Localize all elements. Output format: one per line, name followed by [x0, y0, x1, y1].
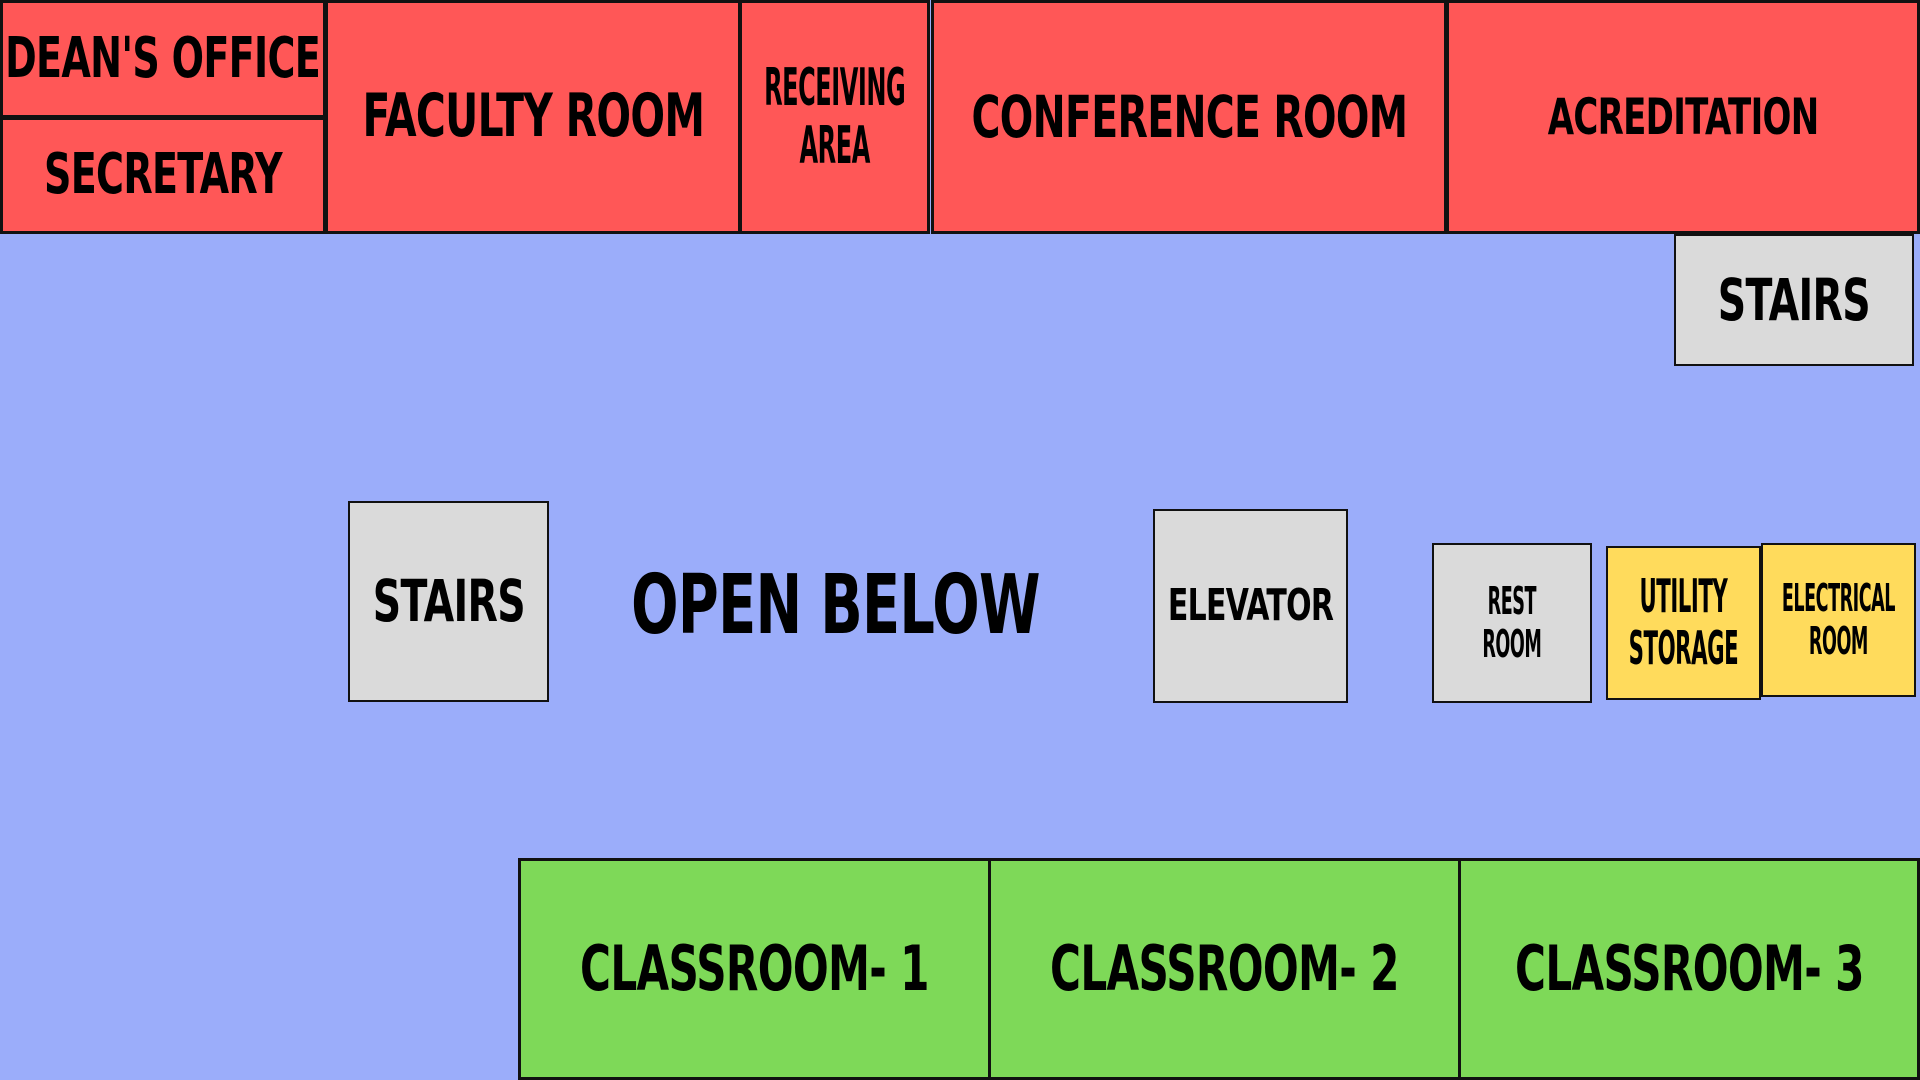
classroom-2: CLASSROOM- 2	[988, 858, 1461, 1080]
electrical-room-label: ELECTRICAL ROOM	[1755, 577, 1920, 662]
open-below-label: OPEN BELOW	[600, 555, 1070, 655]
rest-room-line-1: REST	[1487, 579, 1537, 624]
electrical-room-line-2: ROOM	[1808, 619, 1869, 663]
elevator-label: ELEVATOR	[1167, 580, 1334, 632]
stairs-right-room: STAIRS	[1674, 234, 1914, 366]
acreditation-room: ACREDITATION	[1446, 0, 1920, 234]
utility-storage-line-1: UTILITY	[1639, 569, 1728, 624]
open-below-text: OPEN BELOW	[630, 557, 1040, 653]
classroom-3-label: CLASSROOM- 3	[1514, 932, 1864, 1006]
rest-room-line-2: ROOM	[1482, 622, 1542, 666]
utility-storage-label: UTILITY STORAGE	[1603, 571, 1764, 674]
faculty-room-label: FACULTY ROOM	[362, 81, 705, 152]
electrical-room-line-1: ELECTRICAL	[1781, 576, 1896, 621]
stairs-left-room: STAIRS	[348, 501, 549, 702]
faculty-room: FACULTY ROOM	[325, 0, 741, 234]
classroom-1: CLASSROOM- 1	[518, 858, 991, 1080]
acreditation-label: ACREDITATION	[1547, 88, 1820, 146]
receiving-area-label: RECEIVING AREA	[731, 57, 939, 176]
receiving-area-line-2: AREA	[799, 116, 870, 176]
deans-office-room: DEAN'S OFFICE	[0, 0, 326, 118]
receiving-area-line-1: RECEIVING	[763, 57, 906, 118]
rest-room: REST ROOM	[1432, 543, 1592, 703]
receiving-area-room: RECEIVING AREA	[739, 0, 930, 234]
stairs-left-label: STAIRS	[372, 567, 525, 636]
elevator-room: ELEVATOR	[1153, 509, 1348, 703]
rest-room-label: REST ROOM	[1469, 580, 1556, 665]
stairs-right-label: STAIRS	[1717, 265, 1871, 334]
utility-storage-room: UTILITY STORAGE	[1606, 546, 1761, 700]
conference-room-label: CONFERENCE ROOM	[971, 82, 1407, 151]
deans-office-label: DEAN'S OFFICE	[5, 25, 322, 91]
utility-storage-line-2: STORAGE	[1628, 621, 1739, 675]
classroom-1-label: CLASSROOM- 1	[580, 932, 929, 1006]
secretary-room: SECRETARY	[0, 117, 326, 234]
electrical-room: ELECTRICAL ROOM	[1761, 543, 1916, 697]
classroom-3: CLASSROOM- 3	[1458, 858, 1920, 1080]
secretary-label: SECRETARY	[44, 142, 283, 208]
classroom-2-label: CLASSROOM- 2	[1050, 932, 1399, 1006]
conference-room: CONFERENCE ROOM	[931, 0, 1447, 234]
